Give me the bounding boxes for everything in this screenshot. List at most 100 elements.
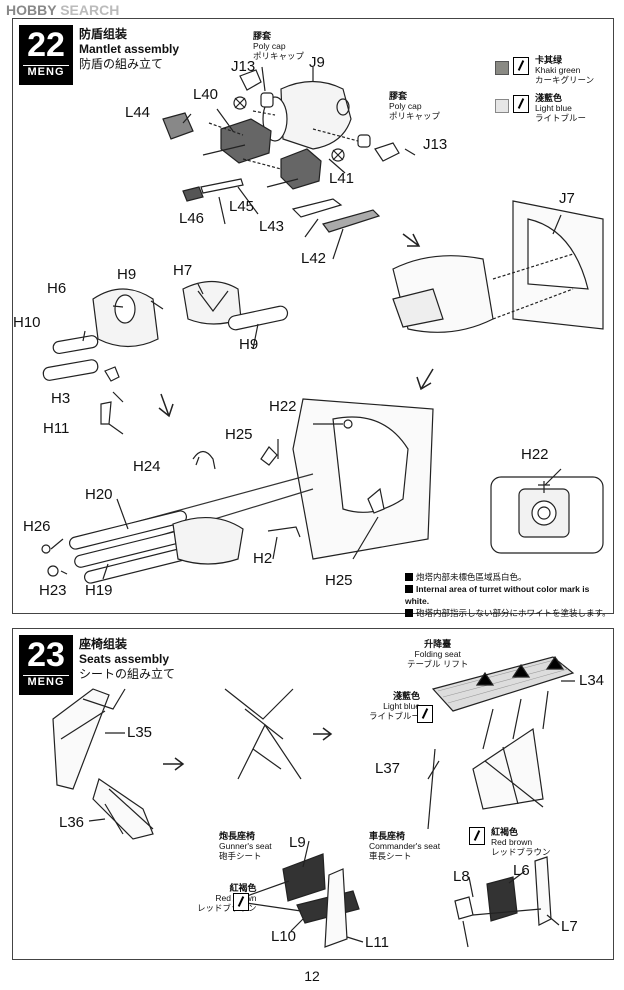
part-label-H7: H7 <box>173 262 193 279</box>
part-label-H6: H6 <box>47 280 67 297</box>
paint-brush-icon-2 <box>513 95 529 113</box>
part-label-J13-b: J13 <box>423 136 448 153</box>
part-label-H9: H9 <box>117 266 137 283</box>
polycap-1-en: Poly cap <box>253 41 286 51</box>
part-label-L43: L43 <box>259 218 285 235</box>
mantlet-assembly-diagram <box>41 66 604 584</box>
polycap-1-cn: 膠套 <box>253 31 272 41</box>
paint-brush-icon-5 <box>469 827 485 845</box>
note-en: Internal area of turret without color ma… <box>405 584 590 606</box>
redbrown-1-cn: 紅褐色 <box>229 883 257 893</box>
part-label-L45: L45 <box>229 198 255 215</box>
step-23-panel: 23 MENG 座椅组装 Seats assembly シートの組み立て <box>12 628 614 960</box>
part-label-L7: L7 <box>561 918 578 935</box>
part-label-J9: J9 <box>309 54 325 71</box>
lightblue-callout: 淺藍色 Light blue ライトブルー <box>369 691 420 721</box>
part-label-H11: H11 <box>43 420 70 437</box>
paint-brush-icon-4 <box>233 893 249 911</box>
step-22-brand: MENG <box>23 65 69 78</box>
watermark-logo: HOBBY SEARCH <box>6 2 119 18</box>
folding-jp: テーブル リフト <box>407 659 469 669</box>
polycap-2-cn: 膠套 <box>389 91 408 101</box>
light-blue-swatch <box>495 99 509 113</box>
step-22-title-cn: 防盾组装 <box>79 27 128 41</box>
step-22-title-en: Mantlet assembly <box>79 42 180 56</box>
part-label-L46: L46 <box>179 210 205 227</box>
gunner-cn: 炮長座椅 <box>219 831 256 841</box>
step-23-brand: MENG <box>23 675 69 688</box>
part-label-L34: L34 <box>579 672 605 689</box>
commander-cn: 車長座椅 <box>369 831 406 841</box>
part-label-H19: H19 <box>85 582 113 599</box>
watermark-hobby: HOBBY <box>6 2 57 18</box>
commander-seat-callout: 車長座椅 Commander's seat 車長シート <box>369 831 440 861</box>
redbrown-callout-2: 紅褐色 Red brown レッドブラウン <box>491 827 551 857</box>
part-label-L10: L10 <box>271 928 297 945</box>
gunner-en: Gunner's seat <box>219 841 272 851</box>
folding-cn: 升降臺 <box>424 639 452 649</box>
color-2-en: Light blue <box>535 103 572 113</box>
turret-interior-note: 炮塔内部未標色區域爲白色。 Internal area of turret wi… <box>405 571 613 619</box>
polycap-1-jp: ポリキャップ <box>253 51 305 61</box>
polycap-callout-1: 膠套 Poly cap ポリキャップ <box>253 31 304 61</box>
redbrown-2-jp: レッドブラウン <box>491 847 551 857</box>
lightblue-jp: ライトブルー <box>369 711 421 721</box>
part-label-H26: H26 <box>23 518 51 535</box>
commander-jp: 車長シート <box>369 851 412 861</box>
step-23-titles: 座椅组装 Seats assembly シートの組み立て <box>79 637 175 682</box>
part-label-H3: H3 <box>51 390 71 407</box>
color-legend-khaki: 卡其绿 Khaki green カーキグリーン <box>535 55 594 85</box>
part-label-H20: H20 <box>85 486 113 503</box>
part-label-L9: L9 <box>289 834 306 851</box>
commander-en: Commander's seat <box>369 841 441 851</box>
color-1-en: Khaki green <box>535 65 581 75</box>
paint-brush-icon-3 <box>417 705 433 723</box>
part-label-H9-b: H9 <box>239 336 259 353</box>
color-2-cn: 淺藍色 <box>535 93 563 103</box>
redbrown-2-en: Red brown <box>491 837 533 847</box>
color-1-cn: 卡其绿 <box>535 55 563 65</box>
note-bullet-icon-3 <box>405 609 413 617</box>
lightblue-en: Light blue <box>383 701 421 711</box>
lightblue-cn: 淺藍色 <box>393 691 421 701</box>
redbrown-2-cn: 紅褐色 <box>491 827 519 837</box>
part-label-H25-b: H25 <box>325 572 353 589</box>
step-22-badge: 22 MENG <box>19 25 73 85</box>
khaki-green-swatch <box>495 61 509 75</box>
note-jp: 砲塔内部指示しない部分にホワイトを塗装します。 <box>416 608 611 618</box>
redbrown-1-jp: レッドブラウン <box>197 903 257 913</box>
step-23-badge: 23 MENG <box>19 635 73 695</box>
gunner-jp: 砲手シート <box>219 851 262 861</box>
part-label-L42: L42 <box>301 250 327 267</box>
color-1-jp: カーキグリーン <box>535 75 595 85</box>
part-label-H23: H23 <box>39 582 67 599</box>
part-label-H24: H24 <box>133 458 161 475</box>
folding-en: Folding seat <box>414 649 461 659</box>
step-22-titles: 防盾组装 Mantlet assembly 防盾の組み立て <box>79 27 179 72</box>
part-label-J13: J13 <box>231 58 256 75</box>
part-label-L6: L6 <box>513 862 530 879</box>
part-label-H10: H10 <box>13 314 41 331</box>
part-label-H22: H22 <box>269 398 297 415</box>
part-label-L37: L37 <box>375 760 401 777</box>
polycap-2-jp: ポリキャップ <box>389 111 441 121</box>
seats-assembly-diagram <box>52 655 575 948</box>
folding-seat-callout: 升降臺 Folding seat テーブル リフト <box>407 639 468 669</box>
polycap-callout-2: 膠套 Poly cap ポリキャップ <box>389 91 440 121</box>
part-label-L40: L40 <box>193 86 219 103</box>
part-label-H22-detail: H22 <box>521 446 549 463</box>
step-23-title-jp: シートの組み立て <box>79 667 176 681</box>
paint-brush-icon <box>513 57 529 75</box>
note-bullet-icon-2 <box>405 585 413 593</box>
part-label-L44: L44 <box>125 104 151 121</box>
watermark-search: SEARCH <box>60 2 120 18</box>
part-label-L41: L41 <box>329 170 355 187</box>
note-cn: 炮塔内部未標色區域爲白色。 <box>416 572 527 582</box>
note-bullet-icon <box>405 573 413 581</box>
step-23-title-cn: 座椅组装 <box>79 637 128 651</box>
part-label-L36: L36 <box>59 814 85 831</box>
step-23-number: 23 <box>27 636 65 674</box>
color-2-jp: ライトブルー <box>535 113 587 123</box>
part-label-L11: L11 <box>365 934 389 951</box>
part-label-H2: H2 <box>253 550 273 567</box>
